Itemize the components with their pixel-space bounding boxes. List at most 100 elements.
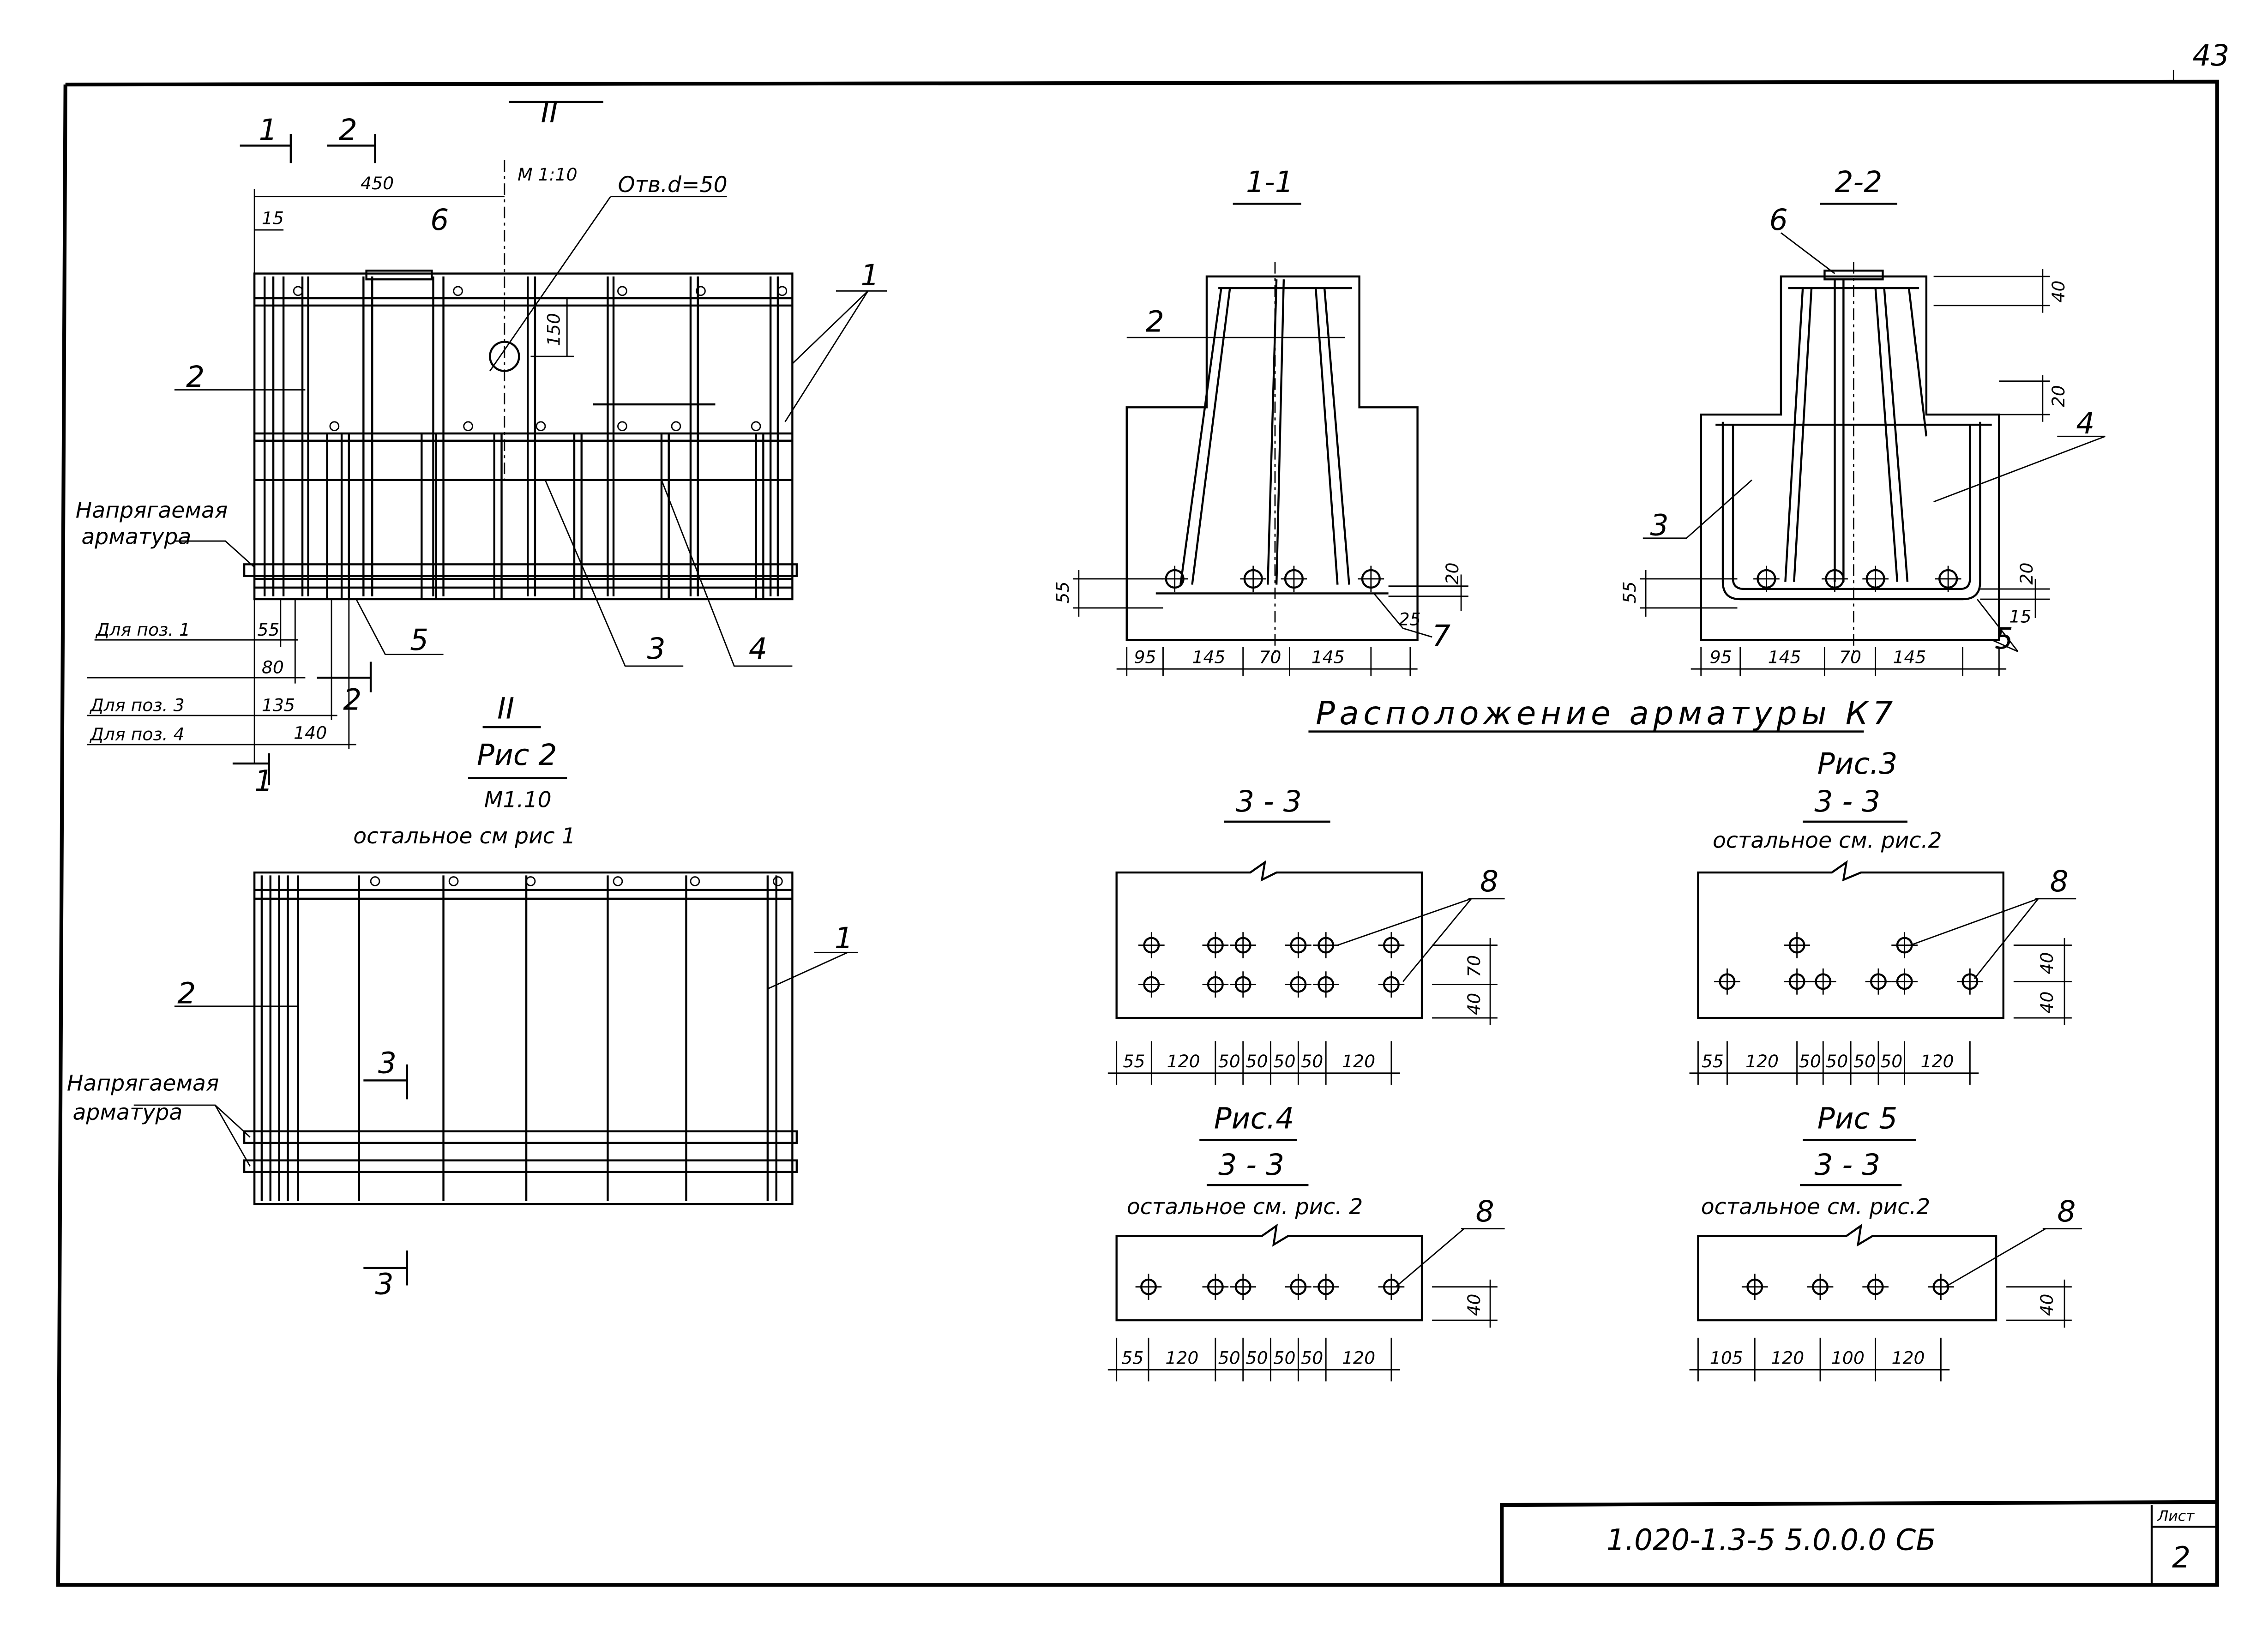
bar-end: [448, 876, 459, 886]
dim-140: 140: [294, 722, 327, 743]
bar-end: [617, 286, 627, 296]
section-1-1-dim: 95: [1134, 647, 1156, 668]
cut-mark-3-top: 3: [378, 1047, 397, 1080]
sec3-fig4-note: остальное см. рис. 2: [1127, 1194, 1363, 1220]
dimension-value: 120: [1165, 1348, 1198, 1368]
fig1-scale: М 1:10: [517, 164, 577, 185]
section-3-3-fig3: Рис.3 3 - 3 остальное см. рис.2 8 40 40 …: [1689, 747, 2076, 1085]
section-2-2: 2-2 6 4 3 5 40 20 55 20 15 95 145 70 145: [1619, 165, 2106, 676]
sec3-fig4-pos-8: 8: [1476, 1195, 1494, 1228]
section-2-2-dim-40: 40: [2048, 280, 2069, 302]
fig2-pos-2: 2: [177, 977, 196, 1010]
section-1-1-pos-7: 7: [1432, 619, 1450, 653]
bar-end: [453, 286, 463, 296]
fig2-note: остальное см рис 1: [353, 824, 576, 849]
dimension-value: 105: [1710, 1348, 1743, 1368]
for-pos-1: Для поз. 1: [95, 620, 190, 640]
cut-mark-1: 1: [254, 764, 273, 798]
dim-80: 80: [262, 657, 284, 678]
pos-5: 5: [410, 623, 428, 657]
sec3-fig3-pos-8: 8: [2050, 865, 2069, 898]
dim-55: 55: [257, 620, 279, 640]
fig2-tensioned-label-1: Напрягаемая: [67, 1071, 219, 1096]
sec3-fig5-note: остальное см. рис.2: [1701, 1194, 1931, 1220]
sec3-fig3-fig: Рис.3: [1817, 747, 1898, 781]
for-pos-3: Для поз. 3: [89, 695, 184, 716]
bar-end: [535, 421, 546, 432]
dimension-value: 50: [1218, 1348, 1240, 1368]
section-1-1-dim: 145: [1311, 647, 1345, 668]
dimension-value: 100: [1831, 1348, 1865, 1368]
fig2-elevation: II Рис 2 М1.10 остальное см рис 1 1 2 На…: [67, 692, 858, 1301]
section-2-2-pos-3: 3: [1650, 508, 1669, 542]
dimension-value: 120: [1167, 1051, 1200, 1071]
dimension-value: 50: [1246, 1051, 1268, 1071]
section-1-1-pos-2: 2: [1146, 305, 1164, 339]
pos-1: 1: [860, 259, 879, 292]
bar-end: [671, 421, 681, 432]
dimension-value: 120: [1745, 1051, 1779, 1071]
sec3-fig4-dim-40: 40: [1464, 1294, 1484, 1316]
section-2-2-dim-20: 20: [2016, 562, 2037, 584]
bar-end: [293, 286, 303, 296]
dim-150: 150: [544, 313, 564, 346]
sec3-fig3-note: остальное см. рис.2: [1713, 828, 1942, 854]
bar-end: [617, 421, 627, 432]
dimension-value: 50: [1273, 1051, 1295, 1071]
section-1-1-dim-55: 55: [1053, 581, 1073, 603]
sec3-fig5-pos-8: 8: [2057, 1195, 2075, 1228]
fig1-left-dims: [87, 480, 793, 786]
dimension-value: 50: [1826, 1051, 1848, 1071]
sheet-label: Лист: [2157, 1508, 2195, 1525]
drawing-code: 1.020-1.3-5 5.0.0.0 СБ: [1606, 1523, 1936, 1557]
tensioned-label-2: арматура: [81, 524, 191, 549]
dimension-value: 120: [1891, 1348, 1925, 1368]
sec3-fig3-dim-40b: 40: [2037, 992, 2057, 1014]
view-mark-II: II: [541, 96, 558, 129]
bar-end: [613, 876, 623, 886]
dimension-value: 50: [1853, 1051, 1876, 1071]
section-2-2-dim: 70: [1839, 647, 1861, 668]
dimension-value: 50: [1218, 1051, 1240, 1071]
dimension-value: 50: [1301, 1051, 1323, 1071]
section-1-1-dim: 70: [1259, 647, 1281, 668]
dim-450: 450: [361, 173, 394, 193]
fig2-title: Рис 2: [477, 738, 557, 772]
section-1-1-dim-25: 25: [1399, 609, 1421, 630]
sec3-fig5-title: 3 - 3: [1814, 1148, 1880, 1182]
pos-4: 4: [749, 632, 767, 666]
section-2-2-dim: 145: [1768, 647, 1801, 668]
dimension-value: 50: [1246, 1348, 1268, 1368]
dimension-value: 50: [1880, 1051, 1902, 1071]
sec3-fig2-dim-70: 70: [1464, 955, 1484, 977]
bar-end: [329, 421, 340, 432]
fig2-pos-1: 1: [835, 921, 853, 955]
bar-end: [751, 421, 761, 432]
section-2-2-dim-15: 15: [2009, 606, 2031, 626]
dimension-value: 120: [1920, 1051, 1954, 1071]
fig2-scale: М1.10: [484, 787, 552, 812]
bar-end: [773, 876, 783, 886]
dimension-value: 120: [1342, 1051, 1375, 1071]
section-mark-1: 1: [259, 113, 277, 147]
sec3-fig3-title: 3 - 3: [1814, 785, 1880, 818]
dim-15: 15: [262, 208, 284, 228]
fig1-elevation: 1 2 II М 1:10 450 15 150 Отв.d=50 6 1 2 …: [76, 96, 887, 798]
section-2-2-pos-5: 5: [1995, 622, 2013, 656]
dimension-value: 50: [1273, 1348, 1295, 1368]
sec3-fig4-title: 3 - 3: [1218, 1148, 1284, 1182]
section-1-1-dim: 145: [1192, 647, 1225, 668]
dimension-value: 50: [1799, 1051, 1821, 1071]
pos-3: 3: [647, 632, 665, 666]
sec3-fig2-dim-40: 40: [1464, 993, 1484, 1015]
pos-6: 6: [430, 203, 449, 237]
bar-end: [777, 286, 788, 296]
section-2-2-dim: 145: [1893, 647, 1926, 668]
section-mark-2: 2: [339, 113, 357, 147]
section-2-2-dim: 95: [1710, 647, 1732, 668]
dimension-value: 120: [1771, 1348, 1804, 1368]
bar-end: [525, 876, 536, 886]
sec3-fig3-dim-40a: 40: [2037, 952, 2057, 974]
